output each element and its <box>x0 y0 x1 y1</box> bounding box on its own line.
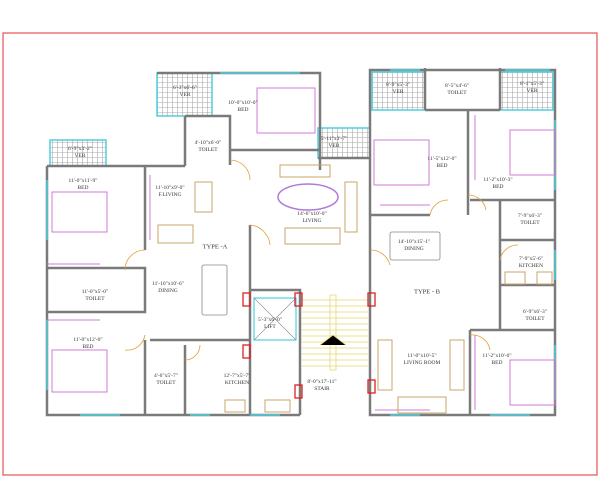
room-dimensions: 11'-0"x5'-0" <box>81 289 109 295</box>
room-dimensions: 11'-0"x10'-5" <box>407 353 437 359</box>
doors <box>124 159 519 361</box>
room-label: 11'-10"x10'-6"DINING <box>152 281 184 295</box>
room-name: BED <box>77 185 89 191</box>
stair <box>302 294 368 371</box>
room-name: VER <box>392 89 404 95</box>
unit-type-a-label: TYPE -A <box>202 243 228 251</box>
room-dimensions: 11'-0"x12'-0" <box>73 337 103 343</box>
room-name: TOILET <box>520 220 540 226</box>
room-label: 14'-6"x10'-0"LIVING <box>297 211 326 225</box>
room-label: 11'-0"x12'-0"BED <box>73 337 102 351</box>
room-name: TOILET <box>447 90 467 96</box>
room-dimensions: 10'-0"x10'-0" <box>228 100 258 106</box>
room-dimensions: 6'-9"x6'-3" <box>523 309 547 315</box>
room-label: 14'-10"x15'-1"DINING <box>398 239 430 253</box>
room-name: VER <box>328 143 340 149</box>
room-dimensions: 7'-9"x6'-3" <box>518 213 542 219</box>
room-name: F.LIVING <box>158 192 182 198</box>
dining-tables <box>201 231 441 316</box>
room-label: 8'-1"x5'-3"VER <box>520 81 544 95</box>
room-name: BED <box>491 360 503 366</box>
room-label: 5'-11"x3'-7"VER <box>321 136 347 150</box>
room-name: VER <box>526 88 538 94</box>
room-dimensions: 5'-11"x3'-7" <box>320 136 348 142</box>
room-label: 8'-9"x5'-3"VER <box>386 82 410 96</box>
room-label: 11'-2"x10'-0"BED <box>482 353 511 367</box>
room-label: 7'-9"x6'-3"TOILET <box>518 213 542 227</box>
room-name: DINING <box>404 246 424 252</box>
room-label: 6'-3"x6'-6"VER <box>173 85 197 99</box>
room-dimensions: 6'-9"x3'-2" <box>68 146 92 152</box>
room-dimensions: 6'-3"x6'-6" <box>173 85 197 91</box>
columns <box>242 292 376 399</box>
room-label: 11'-0"x10'-5"LIVING ROOM <box>404 353 441 367</box>
rug <box>277 183 339 211</box>
room-name: TOILET <box>85 296 105 302</box>
room-dimensions: 14'-10"x15'-1" <box>397 239 431 245</box>
room-label: 4'-10"x6'-0"TOILET <box>195 140 222 154</box>
room-dimensions: 11'-2"x10'-0" <box>482 353 512 359</box>
room-name: LIVING ROOM <box>403 360 441 366</box>
room-dimensions: 8'-9"x5'-3" <box>386 82 410 88</box>
room-dimensions: 4'-10"x6'-0" <box>194 140 222 146</box>
room-label: 8'-0"x17'-11"STAIR <box>307 379 336 393</box>
room-name: KITCHEN <box>224 380 250 386</box>
room-label: 11'-0"x5'-0"TOILET <box>82 289 108 303</box>
room-dimensions: 11'-10"x10'-6" <box>152 281 184 287</box>
room-dimensions: 7'-9"x5'-6" <box>519 256 543 262</box>
room-name: BED <box>436 163 448 169</box>
room-name: STAIR <box>314 386 330 392</box>
room-dimensions: 11'-0"x11'-9" <box>68 178 98 184</box>
furniture <box>157 164 553 414</box>
room-name: VER <box>74 153 86 159</box>
room-name: LIVING <box>302 218 322 224</box>
room-name: LIFT <box>264 324 276 330</box>
room-label: 8'-5"x4'-6"TOILET <box>445 83 469 97</box>
room-label: 6'-9"x3'-2"VER <box>68 146 92 160</box>
room-label: 6'-9"x6'-3"TOILET <box>523 309 547 323</box>
room-name: BED <box>237 107 249 113</box>
room-label: 11'-10"x9'-0"F.LIVING <box>155 185 184 199</box>
room-name: DINING <box>158 288 178 294</box>
unit-type-b-label: TYPE - B <box>414 288 440 296</box>
room-label: 11'-2"x10'-3"BED <box>483 177 512 191</box>
room-label: 4'-6"x5'-7"TOILET <box>154 373 178 387</box>
walls <box>45 68 557 417</box>
room-name: BED <box>492 184 504 190</box>
room-name: KITCHEN <box>518 263 544 269</box>
room-dimensions: 11'-2"x10'-3" <box>483 177 513 183</box>
room-label: 12'-7"x5'-7"KITCHEN <box>224 373 251 387</box>
room-name: TOILET <box>156 380 176 386</box>
room-label: 11'-0"x11'-9"BED <box>69 178 98 192</box>
room-name: TOILET <box>525 316 545 322</box>
room-label: 11'-5"x12'-0"BED <box>427 156 456 170</box>
room-label: 7'-9"x5'-6"KITCHEN <box>519 256 543 270</box>
room-dimensions: 8'-5"x4'-6" <box>445 83 469 89</box>
room-label: 10'-0"x10'-0"BED <box>228 100 257 114</box>
drawing-frame <box>2 32 598 476</box>
room-name: TOILET <box>198 147 218 153</box>
room-dimensions: 4'-6"x5'-7" <box>154 373 178 379</box>
room-dimensions: 5'-3"x6'-0" <box>258 317 282 323</box>
room-dimensions: 8'-1"x5'-3" <box>520 81 544 87</box>
beds <box>47 87 556 411</box>
room-label: 5'-3"x6'-0"LIFT <box>258 317 282 331</box>
room-name: VER <box>179 92 191 98</box>
room-dimensions: 11'-5"x12'-0" <box>427 156 457 162</box>
lift-shaft <box>253 297 297 341</box>
room-dimensions: 8'-0"x17'-11" <box>307 379 337 385</box>
room-dimensions: 14'-6"x10'-0" <box>297 211 327 217</box>
room-dimensions: 11'-10"x9'-0" <box>155 185 185 191</box>
room-name: BED <box>82 344 94 350</box>
balconies <box>49 71 554 167</box>
room-dimensions: 12'-7"x5'-7" <box>223 373 251 379</box>
